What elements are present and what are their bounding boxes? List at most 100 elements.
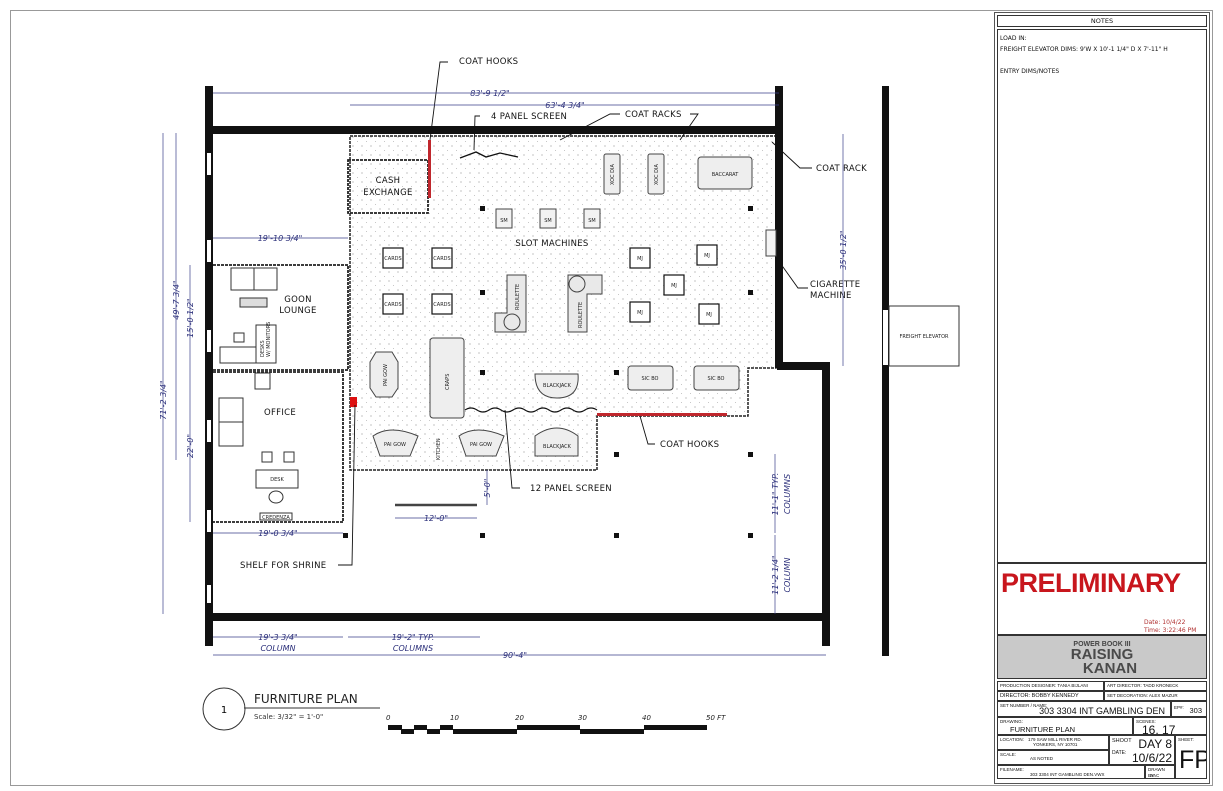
dim-bottom-column: 19'-3 3/4" <box>258 633 297 642</box>
twelve-panel-screen-callout: 12 PANEL SCREEN <box>530 484 612 494</box>
director: DIRECTOR: BOBBY KENNEDY <box>997 691 1104 701</box>
freight-elevator <box>888 305 960 367</box>
shoot-label: SHOOT <box>1112 738 1132 744</box>
dim-bottom-overall: 90'-4" <box>503 651 527 660</box>
scale-tick: 50 FT <box>706 714 726 722</box>
slot-label: SM <box>588 218 596 224</box>
goon-lounge-label: GOON <box>284 295 312 305</box>
drawn-by-label: DRAWN BY: <box>1148 767 1165 778</box>
roulette-tables <box>494 274 603 333</box>
office-furniture <box>218 372 299 521</box>
location-label: LOCATION: <box>1000 737 1024 742</box>
drawing-number-bubble <box>202 687 246 731</box>
notes-header: NOTES <box>997 15 1207 27</box>
dimension-lines <box>162 92 844 656</box>
drawing-cell: DRAWING: FURNITURE PLAN <box>997 717 1133 735</box>
slot-machines-label: SLOT MACHINES <box>515 239 588 249</box>
scale-tick: 40 <box>642 714 651 722</box>
scenes-cell: SCENES: 16, 17 <box>1133 717 1207 735</box>
logo-line: POWER BOOK III <box>1073 641 1131 648</box>
goon-lounge-room <box>213 264 349 371</box>
dim-office-width: 19'-0 3/4" <box>258 529 297 538</box>
note-line: LOAD IN: <box>1000 35 1027 42</box>
pai-gow-label: PAI GOW <box>470 442 492 448</box>
columns <box>343 206 753 538</box>
dim-screen-offset: 5'-0" <box>483 479 492 498</box>
dim-left-overall: 71'-2 3/4" <box>159 380 168 419</box>
drawn-by: SAC <box>1150 773 1160 778</box>
drawing-sheet-border <box>10 10 1213 786</box>
dim-lounge-width: 19'-10 3/4" <box>258 234 303 243</box>
xoc-dia-baccarat <box>603 153 753 195</box>
preliminary-stamp: PRELIMINARY Date: 10/4/22 Time: 3:22:46 … <box>997 563 1207 635</box>
drawing-number: 1 <box>221 705 227 716</box>
location-line: 179 SAW MILL RIVER RD. <box>1028 737 1082 742</box>
mj-label: MJ <box>706 312 712 318</box>
office-label: OFFICE <box>264 408 296 418</box>
scale-tick: 30 <box>578 714 587 722</box>
sic-bo-label: SIC BO <box>641 376 658 382</box>
dim-office-height: 22'-0" <box>186 434 195 458</box>
scale-cell: SCALE: AS NOTED <box>997 750 1109 765</box>
drawing-title: FURNITURE PLAN <box>254 692 358 706</box>
slot-label: SM <box>500 218 508 224</box>
pai-gow-label: PAI GOW <box>383 364 389 386</box>
lounge-furniture <box>219 267 278 364</box>
scenes-label: SCENES: <box>1136 719 1156 724</box>
mj-tables <box>629 244 720 325</box>
status-text: PRELIMINARY <box>1001 568 1181 598</box>
cash-exchange-label: EXCHANGE <box>363 188 412 198</box>
mj-label: MJ <box>671 283 677 289</box>
logo-line: RAISING <box>1070 646 1134 663</box>
scenes: 16, 17 <box>1142 723 1176 735</box>
logo-line: KANAN <box>1082 660 1138 677</box>
art-director: ART DIRECTOR: TADD KRONECK <box>1104 681 1207 691</box>
scale-label: SCALE: <box>1000 752 1017 757</box>
filename-cell: FILENAME: 303 3304 INT GAMBLING DEN.VWX <box>997 765 1145 779</box>
scale-tick: 10 <box>450 714 459 722</box>
desk-label: DESK <box>270 477 284 483</box>
location-line: YONKERS, NY 10701 <box>1033 742 1078 747</box>
desks-label: DESKS <box>260 340 266 357</box>
scale-bar <box>388 725 707 734</box>
production-designer: PRODUCTION DESIGNER: TANIA BIJLANI <box>997 681 1104 691</box>
location-cell: LOCATION: 179 SAW MILL RIVER RD. YONKERS… <box>997 735 1109 750</box>
cigarette-machine-callout: CIGARETTE <box>810 280 860 290</box>
dim-top-inner: 63'-4 3/4" <box>545 101 584 110</box>
set-name-cell: SET NUMBER / NAME: 303 3304 INT GAMBLING… <box>997 701 1171 717</box>
title-block: NOTES LOAD IN: FREIGHT ELEVATOR DIMS: 9'… <box>994 12 1210 784</box>
exterior-walls <box>205 86 889 656</box>
drawing-scale: Scale: 3/32" = 1'-0" <box>254 713 323 721</box>
ep-number: 303 <box>1189 706 1202 715</box>
xoc-dia-label: XOC DIA <box>610 164 616 185</box>
four-panel-screen-callout: 4 PANEL SCREEN <box>491 112 567 122</box>
coat-hooks-callout: COAT HOOKS <box>660 440 719 450</box>
roulette-label: ROULETTE <box>578 302 584 328</box>
office-room <box>213 371 344 523</box>
dim-right-column: 11'-2 1/4" <box>771 555 780 594</box>
drawing-label: DRAWING: <box>1000 719 1023 724</box>
drawing-name: FURNITURE PLAN <box>1010 725 1076 734</box>
dim-right-upper: 35'-0 1/2" <box>839 230 848 269</box>
dim-bottom-column: COLUMN <box>260 644 295 653</box>
dim-left-upper: 49'-7 3/4" <box>172 280 181 319</box>
cigarette-machine <box>765 229 777 257</box>
sheet-label: SHEET: <box>1178 737 1194 742</box>
filename: 303 3304 INT GAMBLING DEN.VWX <box>1030 772 1105 777</box>
date-label: DATE: <box>1112 750 1127 756</box>
cards-label: CARDS <box>433 256 450 262</box>
notes-panel: LOAD IN: FREIGHT ELEVATOR DIMS: 9'W X 10… <box>997 29 1207 563</box>
four-panel-screen <box>459 151 519 159</box>
dim-top-overall: 83'-9 1/2" <box>470 89 509 98</box>
cards-label: CARDS <box>384 256 401 262</box>
cash-exchange-label: CASH <box>376 176 401 186</box>
set-decoration: SET DECORATION: ALEX MAZUR <box>1104 691 1207 701</box>
freight-elevator-label: FREIGHT ELEVATOR <box>900 334 949 340</box>
coat-hooks-wall <box>428 140 431 198</box>
shoot-day: DAY 8 <box>1138 737 1172 751</box>
stamp-date: Date: 10/4/22 <box>1144 619 1186 626</box>
ep-cell: EP#: 303 <box>1171 701 1207 717</box>
dim-lounge-height: 15'-0 1/2" <box>186 298 195 337</box>
cards-label: CARDS <box>384 302 401 308</box>
